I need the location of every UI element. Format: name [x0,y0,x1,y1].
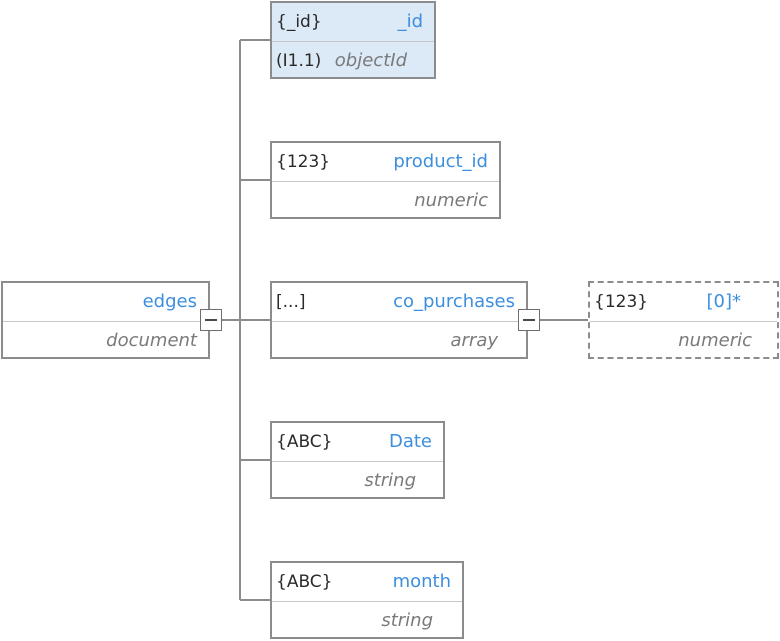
root-node-type: document [106,330,197,351]
field-node-footer: (I1.1) objectId [272,42,434,81]
field-node-header: {123} product_id [272,143,499,182]
field-type: string [364,470,416,491]
field-node-id[interactable]: {_id} _id (I1.1) objectId [270,1,436,79]
field-type-badge: {123} [276,152,331,172]
field-type: array [450,330,498,351]
field-node-footer: array [272,322,526,361]
field-node-header: {_id} _id [272,3,434,42]
field-type: objectId [334,50,407,71]
field-node-footer: string [272,602,462,641]
field-node-header: {ABC} Date [272,423,443,462]
field-type-badge: {ABC} [276,432,333,452]
root-node-edges[interactable]: edges document [1,281,210,359]
field-node-header: [...] co_purchases [272,283,526,322]
field-name: product_id [393,151,488,172]
field-type-badge: {ABC} [276,572,333,592]
field-node-footer: string [272,462,443,501]
field-name: _id [397,11,423,32]
root-node-name: edges [142,291,197,312]
field-node-product-id[interactable]: {123} product_id numeric [270,141,501,219]
field-node-date[interactable]: {ABC} Date string [270,421,445,499]
array-item-footer: numeric [590,322,777,361]
field-type: numeric [414,190,488,211]
field-node-header: {ABC} month [272,563,462,602]
field-type-badge: {123} [594,292,649,312]
array-item-header: {123} [0]* [590,283,777,322]
array-item-type: numeric [678,330,752,351]
root-node-header: edges [3,283,208,322]
root-collapse-minus-icon[interactable] [200,309,222,331]
field-type-badge: [...] [276,292,306,312]
field-node-footer: numeric [272,182,499,221]
field-name: Date [388,431,432,452]
field-name: month [392,571,451,592]
array-item-node[interactable]: {123} [0]* numeric [588,281,779,359]
field-type: string [381,610,433,631]
field-type-badge: {_id} [276,12,322,32]
root-node-footer: document [3,322,208,361]
co-purchases-collapse-minus-icon[interactable] [518,309,540,331]
array-item-name: [0]* [706,291,742,312]
field-name: co_purchases [393,291,515,312]
index-badge: (I1.1) [276,51,322,71]
field-node-month[interactable]: {ABC} month string [270,561,464,639]
field-node-co-purchases[interactable]: [...] co_purchases array [270,281,528,359]
